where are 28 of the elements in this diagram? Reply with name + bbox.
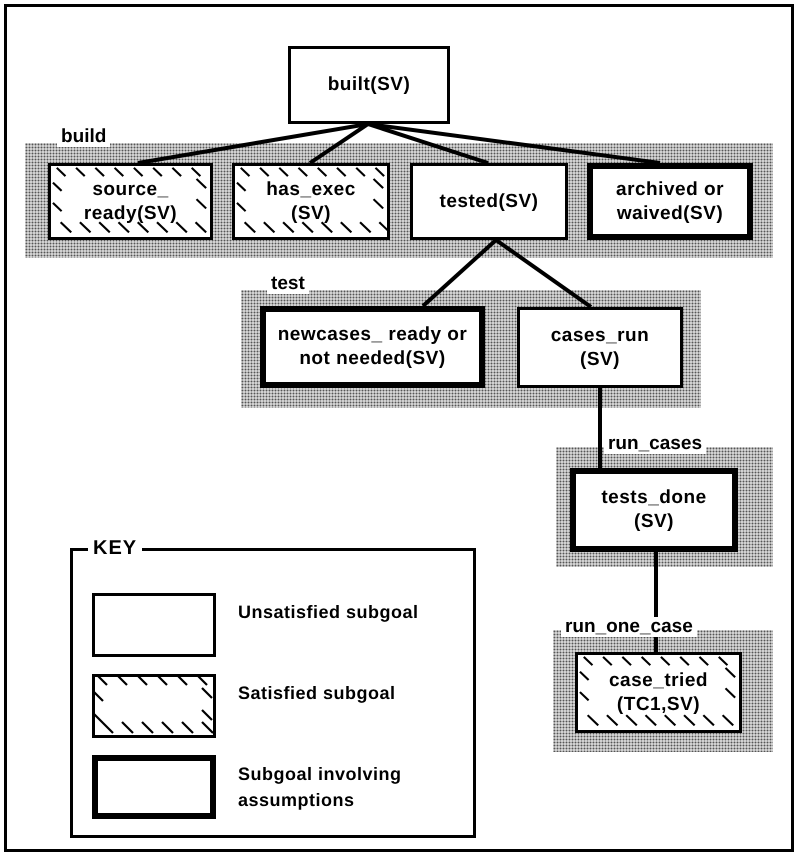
- connector-line: [598, 388, 602, 468]
- goal-box: [517, 307, 683, 388]
- goal-box: [410, 163, 568, 240]
- group-label: build: [57, 127, 110, 147]
- goal-label: tests_done (SV): [600, 486, 708, 534]
- legend-text: Unsatisfied subgoal: [238, 601, 420, 624]
- goal-label: tested(SV): [438, 190, 540, 214]
- legend-text: Subgoal involving assumptions: [238, 763, 403, 812]
- goal-box: [232, 163, 390, 240]
- goal-label: built(SV): [326, 73, 412, 97]
- goal-box: [260, 306, 485, 388]
- goal-box: [587, 163, 753, 240]
- goal-label: source_ ready(SV): [82, 178, 178, 226]
- goal-label: has_exec (SV): [265, 178, 357, 226]
- goal-box: [48, 163, 213, 240]
- group-label: test: [267, 274, 309, 294]
- connector-line: [422, 238, 498, 308]
- connector-line: [494, 238, 592, 309]
- goal-label: cases_run (SV): [550, 324, 650, 372]
- connector-line: [368, 122, 660, 165]
- goal-box: [575, 652, 742, 733]
- goal-box: [570, 468, 738, 552]
- goal-label: newcases_ ready or not needed(SV): [276, 323, 468, 371]
- legend-text: Satisfied subgoal: [238, 682, 397, 705]
- goal-box: [288, 46, 450, 124]
- group-label: run_one_case: [561, 617, 697, 637]
- goal-label: case_tried (TC1,SV): [608, 668, 709, 716]
- goal-label: archived or waived(SV): [615, 178, 725, 226]
